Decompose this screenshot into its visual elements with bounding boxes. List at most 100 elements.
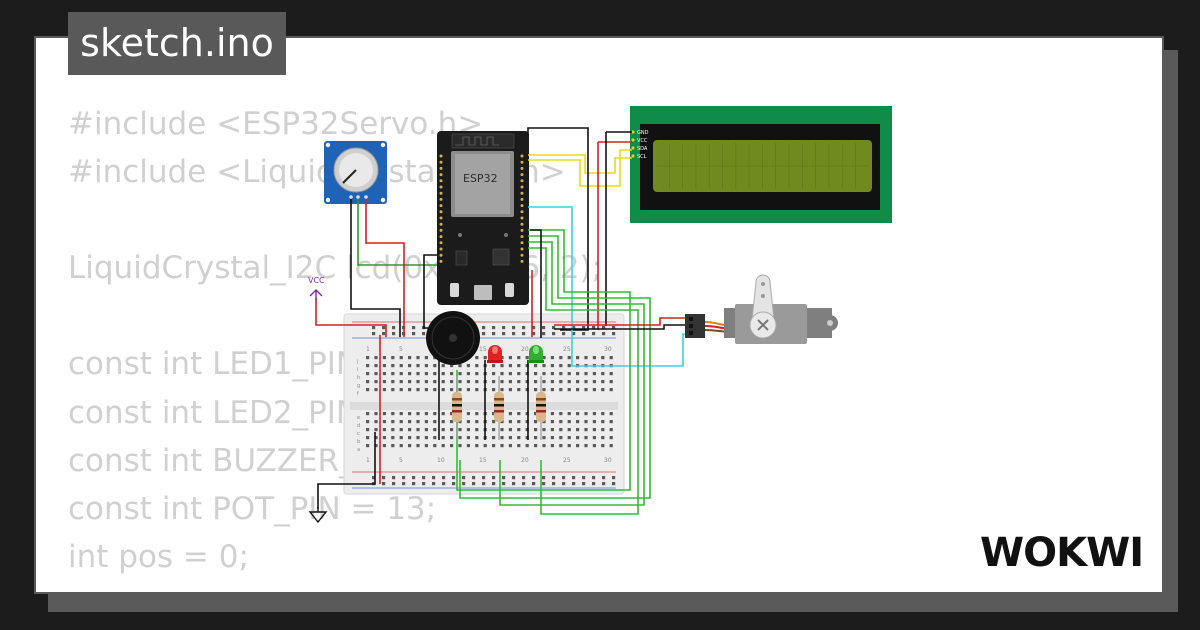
breadboard-hole [512, 326, 516, 330]
breadboard-hole [382, 444, 386, 448]
breadboard-hole [576, 420, 580, 424]
breadboard-hole [517, 372, 521, 376]
led-green[interactable] [528, 345, 544, 363]
breadboard-hole [542, 420, 546, 424]
breadboard-hole [441, 428, 445, 432]
breadboard-hole [517, 380, 521, 384]
esp32-pin [520, 253, 524, 257]
breadboard-hole [492, 372, 496, 376]
esp32-pin [439, 210, 443, 214]
breadboard-hole [492, 412, 496, 416]
breadboard-hole [492, 436, 496, 440]
breadboard-hole [552, 326, 556, 330]
bb-row-i: i [357, 367, 358, 373]
breadboard-hole [500, 436, 504, 440]
resistor-2[interactable] [494, 376, 504, 440]
wokwi-logo[interactable]: WOKWI [978, 524, 1158, 580]
breadboard-hole [424, 428, 428, 432]
breadboard-hole [609, 412, 613, 416]
esp32-pin [520, 191, 524, 195]
breadboard-hole [424, 444, 428, 448]
breadboard-hole [525, 428, 529, 432]
resistor-1[interactable] [452, 376, 462, 440]
breadboard-hole [372, 332, 376, 336]
breadboard-hole [458, 436, 462, 440]
breadboard-hole [382, 476, 386, 480]
breadboard-hole [612, 326, 616, 330]
breadboard-hole [452, 482, 456, 486]
bb-row-j: j [356, 359, 358, 365]
ground-symbol [308, 507, 328, 524]
breadboard-hole [466, 388, 470, 392]
esp32-pin [520, 204, 524, 208]
breadboard-hole [374, 420, 378, 424]
breadboard-hole [576, 372, 580, 376]
breadboard-hole [550, 444, 554, 448]
breadboard-hole [399, 436, 403, 440]
breadboard-hole [366, 412, 370, 416]
breadboard-hole [550, 428, 554, 432]
breadboard-hole [450, 444, 454, 448]
breadboard-hole [584, 356, 588, 360]
breadboard-hole [502, 476, 506, 480]
breadboard-hole [458, 420, 462, 424]
resistor-3[interactable] [536, 376, 546, 440]
file-tab[interactable]: sketch.ino [68, 12, 286, 75]
breadboard-hole [382, 420, 386, 424]
breadboard-hole [508, 420, 512, 424]
buzzer[interactable] [426, 311, 480, 365]
esp32-pin [439, 216, 443, 220]
led-red[interactable] [487, 345, 503, 363]
breadboard-hole [416, 364, 420, 368]
breadboard-hole [572, 476, 576, 480]
bb-col-20: 20 [521, 346, 529, 353]
breadboard-hole [416, 428, 420, 432]
breadboard-hole [542, 428, 546, 432]
breadboard-hole [517, 388, 521, 392]
breadboard-hole [366, 380, 370, 384]
servo-motor[interactable] [685, 274, 838, 344]
esp32-pin [439, 204, 443, 208]
breadboard-hole [609, 388, 613, 392]
breadboard-hole [432, 482, 436, 486]
breadboard-hole [534, 436, 538, 440]
breadboard-hole [483, 444, 487, 448]
breadboard-hole [402, 476, 406, 480]
breadboard-hole [492, 476, 496, 480]
breadboard-hole [567, 372, 571, 376]
breadboard[interactable]: 1 5 10 15 20 25 30 1 5 10 15 20 25 30 j … [343, 313, 625, 495]
breadboard-hole [475, 436, 479, 440]
esp32-pin [439, 235, 443, 239]
breadboard-hole [582, 332, 586, 336]
breadboard-hole [559, 364, 563, 368]
breadboard-hole [382, 412, 386, 416]
esp32-pin [439, 253, 443, 257]
breadboard-hole [416, 372, 420, 376]
potentiometer[interactable] [324, 141, 387, 204]
breadboard-hole [392, 476, 396, 480]
breadboard-hole [392, 482, 396, 486]
breadboard-hole [442, 476, 446, 480]
breadboard-hole [552, 332, 556, 336]
breadboard-hole [601, 444, 605, 448]
esp32-pin [439, 247, 443, 251]
breadboard-hole [382, 428, 386, 432]
breadboard-hole [458, 444, 462, 448]
lcd-display[interactable]: GND VCC SDA SCL [630, 106, 892, 223]
breadboard-hole [422, 482, 426, 486]
breadboard-hole [422, 332, 426, 336]
breadboard-hole [441, 412, 445, 416]
breadboard-hole [450, 412, 454, 416]
bb-row-d: d [357, 423, 360, 429]
breadboard-hole [466, 380, 470, 384]
breadboard-hole [584, 388, 588, 392]
esp32-board[interactable]: ESP32 [437, 131, 529, 305]
breadboard-hole [525, 364, 529, 368]
code-line: const int POT_PIN = 13; [68, 490, 437, 527]
breadboard-hole [584, 380, 588, 384]
breadboard-hole [612, 332, 616, 336]
breadboard-hole [517, 412, 521, 416]
breadboard-hole [609, 420, 613, 424]
breadboard-hole [525, 444, 529, 448]
